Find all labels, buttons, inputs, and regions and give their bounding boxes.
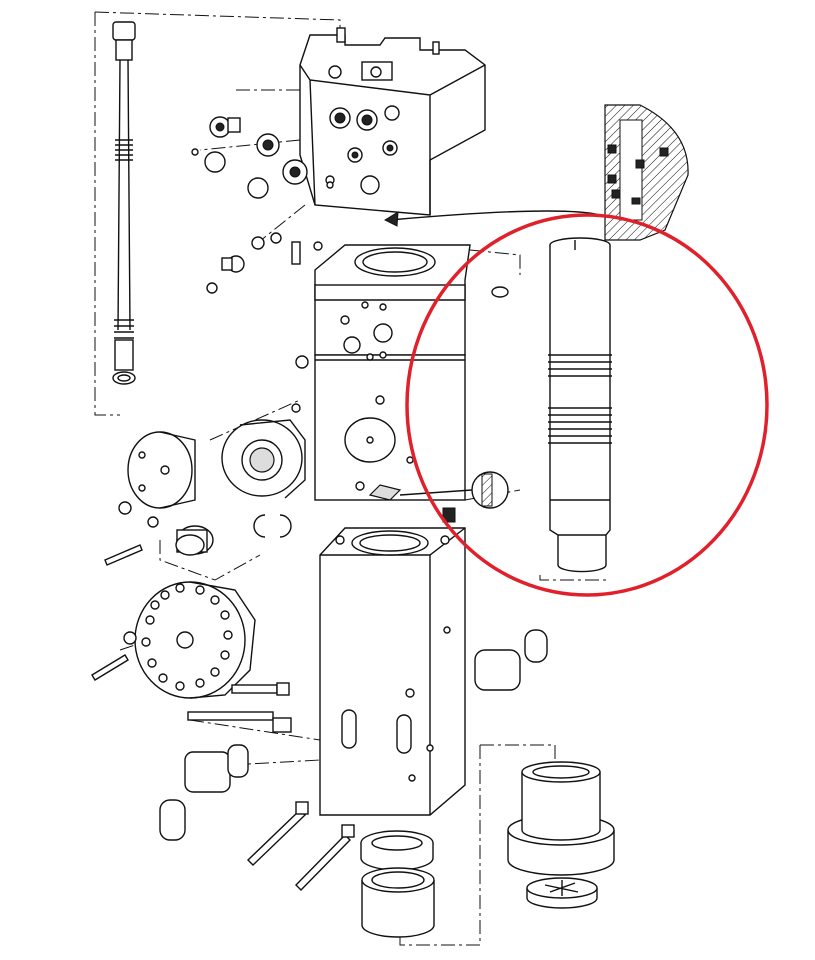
flange-ring — [91, 581, 256, 699]
pins-and-pads — [159, 629, 548, 891]
seal-detail-small — [399, 471, 509, 509]
lower-main-body — [319, 527, 466, 816]
bottom-sleeves — [360, 830, 435, 938]
piston — [548, 237, 612, 573]
end-caps-left — [104, 355, 309, 566]
bushing-right — [507, 761, 615, 909]
highlight-circle — [405, 213, 769, 597]
hydraulic-hose — [112, 21, 136, 385]
middle-cylinder-block — [314, 244, 509, 523]
fittings-upper — [191, 116, 334, 294]
top-valve-block — [299, 27, 486, 216]
